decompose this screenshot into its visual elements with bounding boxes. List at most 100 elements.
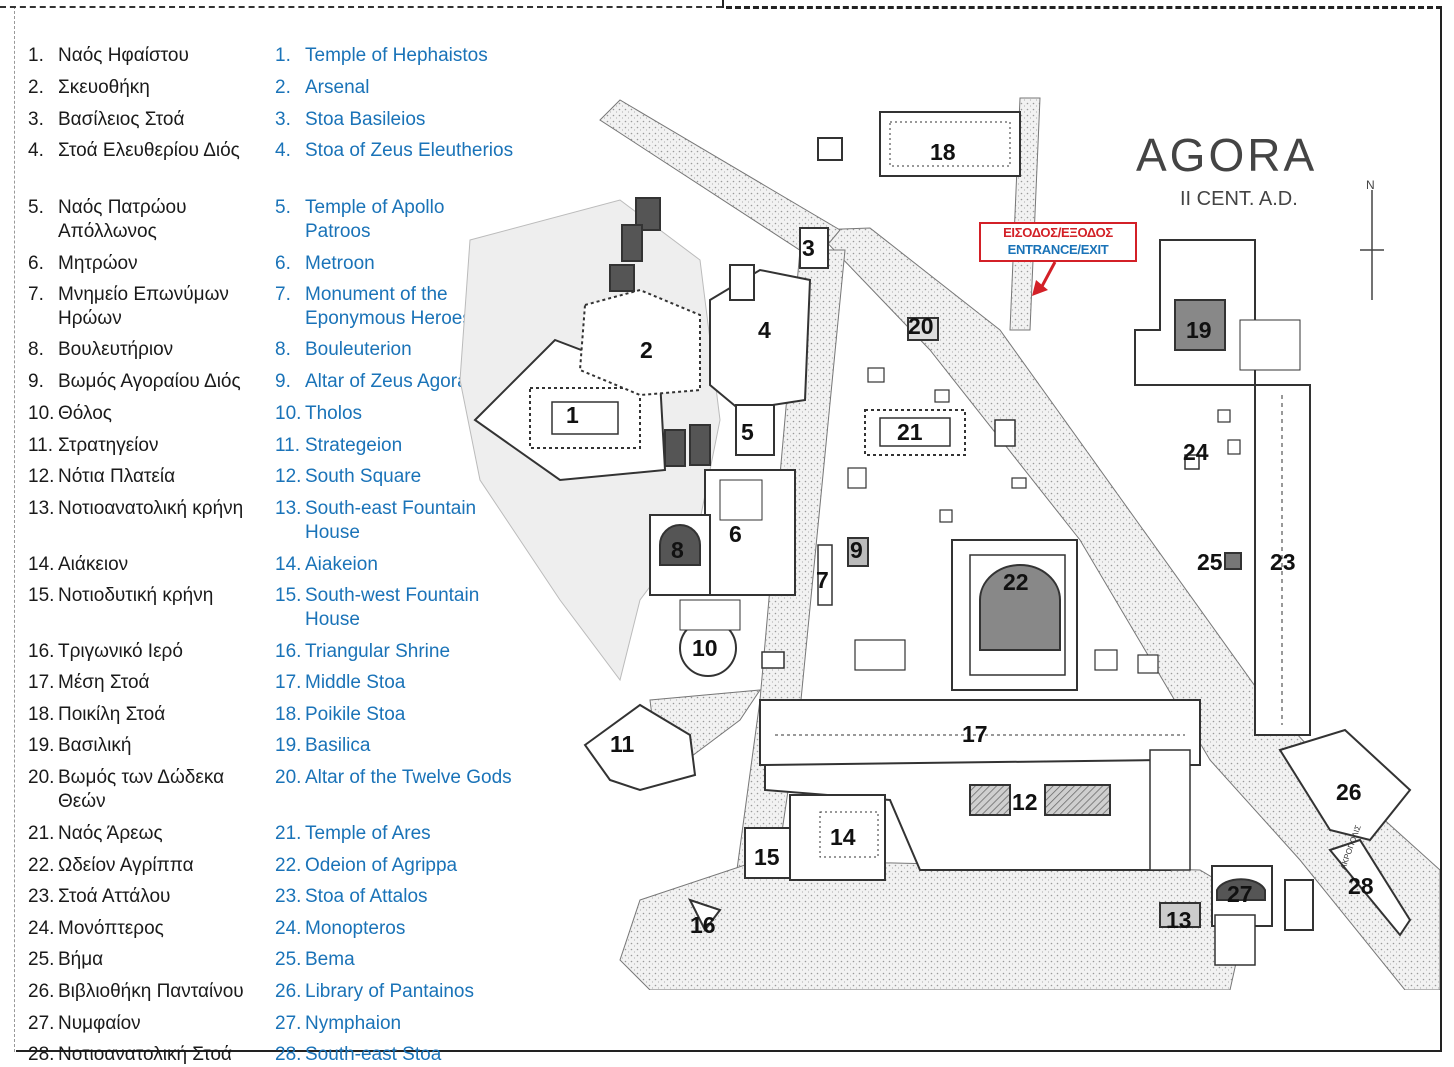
legend-english-item-number: 8.	[275, 339, 291, 360]
legend-greek-item-number: 13.	[28, 498, 55, 519]
legend-greek-item-label: Μνημείο Επωνύμων Ηρώων	[58, 284, 229, 329]
building-16	[688, 898, 722, 932]
monument-number-5: 5	[741, 419, 754, 445]
legend-greek-item: 27.Νυμφαίον	[28, 1012, 141, 1036]
legend-greek-item-label: Στρατηγείον	[58, 435, 159, 456]
monument-number-1: 1	[566, 402, 579, 428]
legend-english-item: 24.Monopteros	[275, 917, 405, 941]
monument-number-24: 24	[1183, 439, 1209, 465]
legend-english-item: 25.Bema	[275, 948, 355, 972]
legend-greek-item-number: 2.	[28, 77, 44, 98]
legend-greek-item: 24.Μονόπτερος	[28, 917, 164, 941]
legend-greek-item-number: 4.	[28, 140, 44, 161]
buildings	[473, 111, 1412, 966]
entrance-exit-sign: ΕΙΣΟΔΟΣ/ΕΞΟΔΟΣ ENTRANCE/EXIT	[979, 222, 1137, 262]
legend-english-item-label: Odeion of Agrippa	[305, 855, 458, 876]
legend-english-item: 10.Tholos	[275, 402, 362, 426]
monument-number-10: 10	[692, 635, 718, 661]
monument-number-14: 14	[830, 824, 856, 850]
legend-english-item-number: 2.	[275, 77, 291, 98]
legend-greek-item-number: 11.	[28, 435, 54, 456]
legend-english-item-label: South-east Fountain House	[305, 498, 477, 543]
monument-number-22: 22	[1003, 569, 1029, 595]
legend-english-item-label: Aiakeion	[305, 554, 378, 575]
legend-english-item-label: South-west Fountain House	[305, 585, 480, 630]
top-border-dashed-right	[726, 6, 1442, 9]
legend-english-item-number: 9.	[275, 371, 291, 392]
map-title: AGORA	[1136, 129, 1318, 181]
legend-greek-item-number: 28.	[28, 1044, 55, 1065]
legend-greek-item-number: 9.	[28, 371, 44, 392]
legend-english-item-number: 18.	[275, 704, 302, 725]
legend-english-item-label: Basilica	[305, 735, 371, 756]
legend-english-item-number: 14.	[275, 554, 302, 575]
legend-english-item: 12.South Square	[275, 465, 421, 489]
legend-greek-item-label: Αιάκειον	[58, 554, 129, 575]
monument-number-8: 8	[671, 537, 684, 563]
legend-english-item-label: Library of Pantainos	[305, 981, 474, 1002]
legend-greek-item-label: Βήμα	[58, 949, 104, 970]
building-2	[578, 288, 701, 397]
legend-english-item-label: South Square	[305, 466, 422, 487]
monument-number-11: 11	[610, 731, 635, 757]
legend-greek-item: 23.Στοά Αττάλου	[28, 885, 170, 909]
legend-greek-item-label: Νότια Πλατεία	[58, 466, 176, 487]
building-3	[799, 227, 829, 269]
legend-greek-item: 11.Στρατηγείον	[28, 434, 158, 458]
legend-english-item-label: Strategeion	[305, 435, 403, 456]
legend-greek-item: 25.Βήμα	[28, 948, 103, 972]
legend-greek-item-label: Ωδείον Αγρίππα	[58, 855, 194, 876]
building-20	[907, 317, 939, 341]
legend-english-item: 20.Altar of the Twelve Gods	[275, 766, 512, 790]
building-24	[1184, 454, 1200, 470]
legend-greek-item-number: 25.	[28, 949, 55, 970]
legend-greek-item-label: Τριγωνικό Ιερό	[58, 641, 183, 662]
legend-greek-item-label: Νυμφαίον	[58, 1013, 141, 1034]
legend-english-item-number: 5.	[275, 197, 291, 218]
legend-english-item-label: Monopteros	[305, 918, 406, 939]
legend-english-item: 23.Stoa of Attalos	[275, 885, 428, 909]
monument-number-3: 3	[802, 235, 815, 261]
legend-greek-item: 8.Βουλευτήριον	[28, 338, 173, 362]
legend-english-item-number: 28.	[275, 1044, 302, 1065]
building-9	[847, 537, 869, 567]
legend-english-item-number: 25.	[275, 949, 302, 970]
top-border-dashed	[0, 6, 722, 8]
legend-english-item: 16.Triangular Shrine	[275, 640, 450, 664]
legend-english-item-number: 6.	[275, 253, 291, 274]
legend-english-item-number: 12.	[275, 466, 302, 487]
monument-number-16: 16	[690, 912, 716, 938]
legend-greek-item-number: 18.	[28, 704, 55, 725]
legend-english-item: 3.Stoa Basileios	[275, 108, 425, 132]
legend-greek-item: 15.Νοτιοδυτική κρήνη	[28, 584, 213, 608]
legend-greek-item: 19.Βασιλική	[28, 734, 131, 758]
legend-english-item-label: Poikile Stoa	[305, 704, 406, 725]
entrance-arrow	[1032, 261, 1057, 296]
monument-number-4: 4	[758, 317, 771, 343]
legend-greek-item: 20.Βωμός των Δώδεκα Θεών	[28, 766, 264, 813]
legend-greek-item: 10.Θόλος	[28, 402, 112, 426]
legend-greek-item-label: Ναός Ηφαίστου	[58, 45, 189, 66]
monument-number-27: 27	[1227, 881, 1253, 907]
legend-english-item: 14.Aiakeion	[275, 553, 378, 577]
legend-greek-item-label: Στοά Αττάλου	[58, 886, 171, 907]
legend-english-item-label: Triangular Shrine	[305, 641, 451, 662]
monument-number-20: 20	[908, 313, 934, 339]
legend-greek-item: 26.Βιβλιοθήκη Πανταίνου	[28, 980, 244, 1004]
legend-greek-item-number: 21.	[28, 823, 55, 844]
legend-greek-item: 1.Ναός Ηφαίστου	[28, 44, 189, 68]
building-4	[709, 268, 812, 412]
legend-english-item-number: 1.	[275, 45, 291, 66]
monument-number-7: 7	[816, 567, 829, 593]
monument-number-17: 17	[962, 721, 988, 747]
legend-greek-item-number: 17.	[28, 672, 55, 693]
building-26	[1278, 728, 1412, 842]
legend-greek-item-number: 14.	[28, 554, 55, 575]
road-north	[599, 99, 841, 261]
legend-english-item-number: 24.	[275, 918, 302, 939]
legend-english-item-number: 16.	[275, 641, 302, 662]
legend-greek-item-number: 20.	[28, 767, 55, 788]
building-5	[735, 404, 775, 456]
legend-greek-item-number: 5.	[28, 197, 44, 218]
